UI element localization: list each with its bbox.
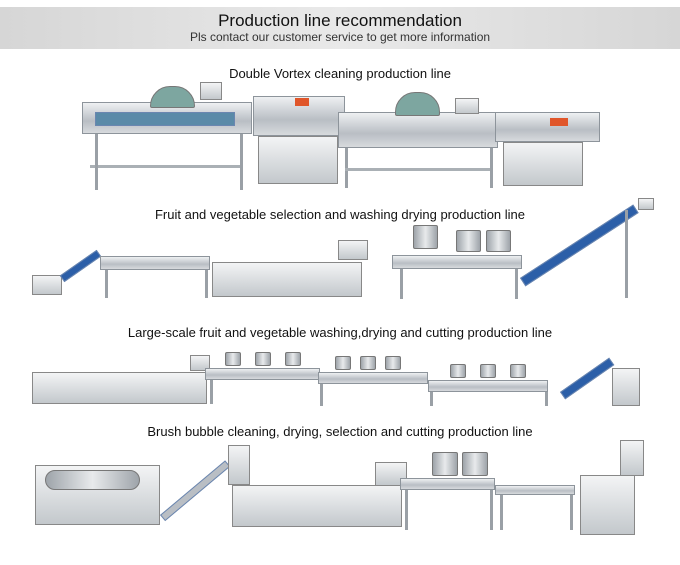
header-banner: Production line recommendation Pls conta…	[0, 7, 680, 49]
page-title: Production line recommendation	[218, 11, 462, 30]
line-2-title: Fruit and vegetable selection and washin…	[154, 207, 525, 222]
line-1-title: Double Vortex cleaning production line	[229, 66, 451, 81]
page-subtitle: Pls contact our customer service to get …	[189, 30, 491, 44]
line-4-title: Brush bubble cleaning, drying, selection…	[147, 424, 533, 439]
line-3-title: Large-scale fruit and vegetable washing,…	[127, 325, 553, 340]
